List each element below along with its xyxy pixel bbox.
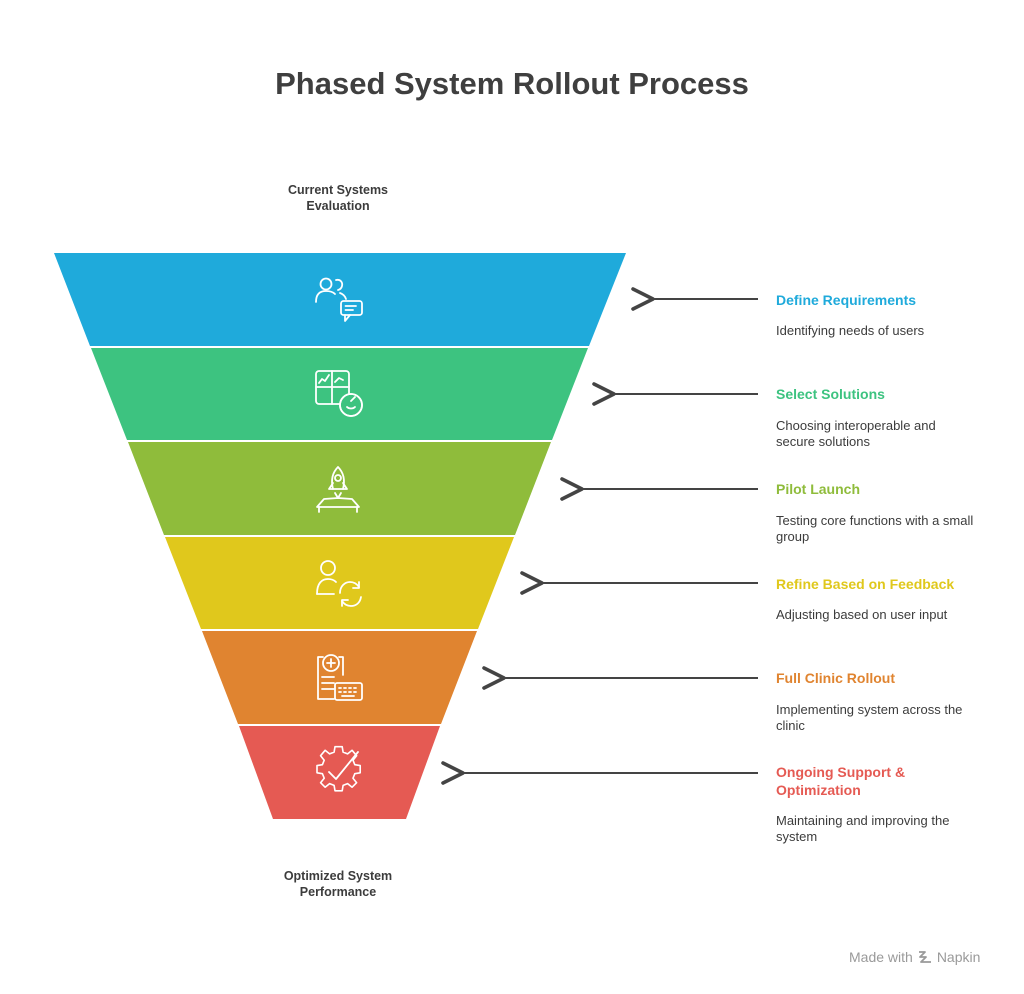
dashboard-compass-icon — [315, 370, 363, 417]
step-desc-ongoing-support: Maintaining and improving the system — [776, 813, 950, 844]
napkin-logo-icon — [918, 951, 931, 963]
step-title-ongoing-support: Ongoing Support & Optimization — [776, 764, 906, 798]
rocket-launch-icon — [316, 466, 360, 513]
step-title-full-clinic-rollout: Full Clinic Rollout — [776, 670, 895, 686]
users-chat-icon — [315, 277, 363, 322]
napkin-brand: Napkin — [936, 949, 981, 965]
top-caption: Current Systems Evaluation — [287, 183, 389, 213]
step-desc-refine-feedback: Adjusting based on user input — [776, 607, 948, 622]
funnel-segment-2 — [91, 348, 588, 440]
step-title-select-solutions: Select Solutions — [776, 386, 885, 402]
funnel-segment-6 — [239, 726, 440, 819]
step-desc-pilot-launch: Testing core functions with a small grou… — [776, 513, 974, 544]
funnel-segment-1 — [54, 253, 626, 346]
step-title-pilot-launch: Pilot Launch — [776, 481, 860, 497]
user-refresh-icon — [316, 560, 362, 607]
step-title-refine-feedback: Refine Based on Feedback — [776, 576, 955, 592]
step-desc-define-requirements: Identifying needs of users — [776, 323, 925, 338]
step-title-define-requirements: Define Requirements — [776, 292, 917, 308]
page-title: Phased System Rollout Process — [275, 66, 749, 101]
funnel-segment-4 — [165, 537, 514, 629]
step-desc-select-solutions: Choosing interoperable and secure soluti… — [776, 418, 936, 449]
bottom-caption: Optimized System Performance — [283, 869, 393, 899]
gear-check-icon — [316, 745, 362, 792]
medical-report-icon — [317, 654, 363, 701]
step-desc-full-clinic-rollout: Implementing system across the clinic — [776, 702, 963, 733]
made-with-label: Made with — [849, 949, 913, 965]
made-with-footer: Made with Napkin — [849, 949, 980, 965]
funnel-segment-5 — [202, 631, 477, 724]
